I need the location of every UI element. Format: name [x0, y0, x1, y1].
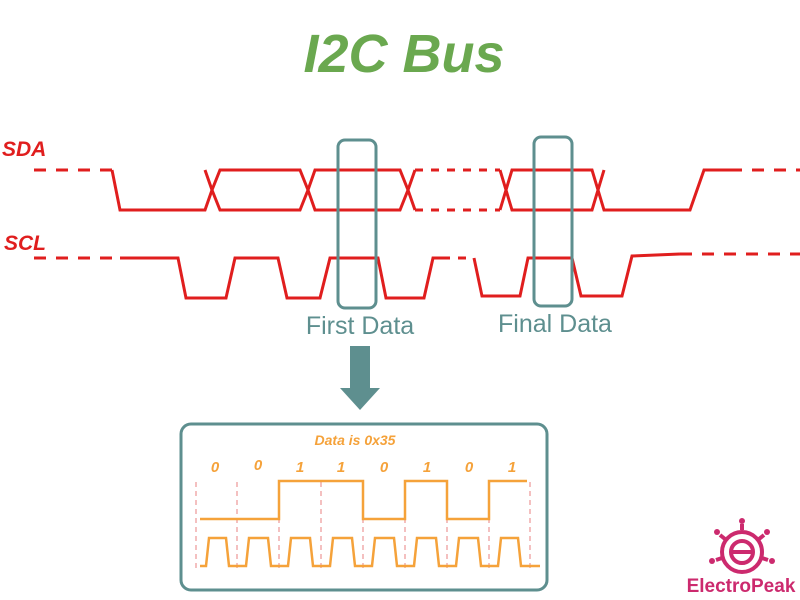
detail-scl-waveform [200, 536, 540, 568]
bit-label: 0 [211, 459, 220, 476]
sda-label: SDA [2, 138, 46, 161]
bit-label: 0 [254, 457, 263, 474]
scl-clock-segment-b [472, 252, 681, 298]
bit-label: 1 [508, 459, 516, 476]
bit-label: 1 [337, 459, 345, 476]
bit-label: 0 [465, 459, 474, 476]
bit-label: 0 [380, 459, 389, 476]
byte-detail-panel [179, 422, 549, 592]
sda-waveform [34, 168, 800, 212]
bit-value-labels: 0 0 1 1 0 1 0 1 [211, 457, 516, 476]
sda-start-segment [110, 168, 417, 212]
sda-bit-cross-segment [203, 168, 417, 212]
brand-name: ElectroPeak [687, 576, 796, 597]
final-data-label: Final Data [498, 310, 612, 338]
detail-sda-waveform [200, 479, 527, 521]
bit-label: 1 [296, 459, 304, 476]
first-data-highlight-box [336, 138, 378, 310]
final-data-highlight-box [532, 135, 574, 308]
byte-caption: Data is 0x35 [315, 432, 396, 448]
scl-label: SCL [4, 232, 46, 255]
scl-clock-segment-a [120, 256, 442, 300]
down-arrow-icon [340, 346, 380, 410]
diagram-title: I2C Bus [303, 24, 504, 84]
sda-stop-segment [498, 168, 730, 212]
scl-waveform [34, 252, 800, 300]
sda-final-cross-a [498, 169, 606, 212]
first-data-label: First Data [306, 312, 414, 340]
bit-label: 1 [423, 459, 431, 476]
electropeak-gear-logo-icon [709, 518, 775, 574]
